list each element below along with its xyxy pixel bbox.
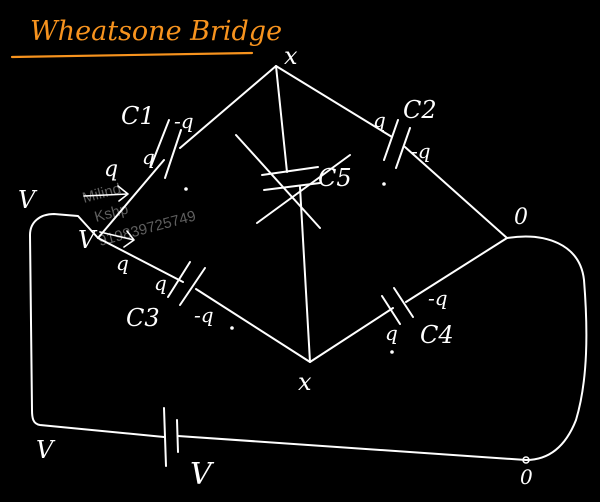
branch-c2 bbox=[275, 65, 508, 239]
wire-battery-right bbox=[177, 435, 527, 461]
c3-charge-negative: -q bbox=[194, 303, 214, 327]
battery-left-label: V bbox=[36, 436, 56, 464]
c3-charge-positive: q bbox=[154, 271, 167, 295]
branch-c4 bbox=[309, 237, 508, 363]
c3-plate-a bbox=[167, 261, 191, 298]
wire-right-loop bbox=[506, 235, 588, 461]
node-top-label: x bbox=[284, 42, 298, 70]
c5-name: C5 bbox=[318, 164, 352, 192]
c2-charge-positive: q bbox=[373, 108, 386, 132]
arrow-icon-upper bbox=[83, 185, 129, 202]
branch-c3 bbox=[97, 237, 311, 363]
c5-variable-arrow bbox=[235, 134, 321, 229]
c2-plate-b bbox=[395, 127, 411, 169]
c4-plate-b bbox=[393, 287, 414, 318]
c5-variable-slash bbox=[256, 154, 351, 224]
c1-charge-positive: q bbox=[142, 145, 155, 169]
diagram-title: Wheatsone Bridge bbox=[30, 16, 282, 47]
battery-voltage-label: V bbox=[190, 457, 215, 492]
c1-name: C1 bbox=[121, 102, 155, 130]
upper-branch-charge: q bbox=[104, 157, 118, 182]
c1-plate-a bbox=[150, 119, 170, 167]
c2-name: C2 bbox=[403, 96, 437, 124]
c1-charge-negative: -q bbox=[174, 109, 194, 133]
c4-plate-a bbox=[381, 295, 401, 325]
c2-charge-negative: -q bbox=[411, 139, 431, 163]
battery-right-label: 0 bbox=[520, 465, 533, 489]
lower-branch-charge: q bbox=[116, 251, 129, 275]
branch-c5 bbox=[235, 65, 351, 363]
c4-charge-negative: -q bbox=[428, 286, 448, 310]
node-right-label: 0 bbox=[514, 205, 528, 230]
c4-charge-positive: q bbox=[385, 321, 398, 345]
battery bbox=[163, 407, 179, 467]
wire-left-loop bbox=[29, 213, 165, 438]
c4-name: C4 bbox=[420, 321, 454, 349]
battery-short-plate bbox=[176, 419, 179, 453]
arrow-icon-lower bbox=[99, 230, 135, 248]
node-left-label: V bbox=[78, 226, 98, 254]
c2-plate-a bbox=[383, 119, 399, 161]
c3-name: C3 bbox=[126, 304, 160, 332]
charge-dots bbox=[184, 182, 530, 464]
c1-plate-b bbox=[164, 129, 182, 179]
node-bottom-label: x bbox=[298, 368, 312, 396]
branch-c1 bbox=[97, 65, 277, 239]
title-underline bbox=[10, 51, 254, 59]
c3-plate-b bbox=[179, 267, 206, 306]
node-left-outer-label: V bbox=[18, 186, 38, 214]
